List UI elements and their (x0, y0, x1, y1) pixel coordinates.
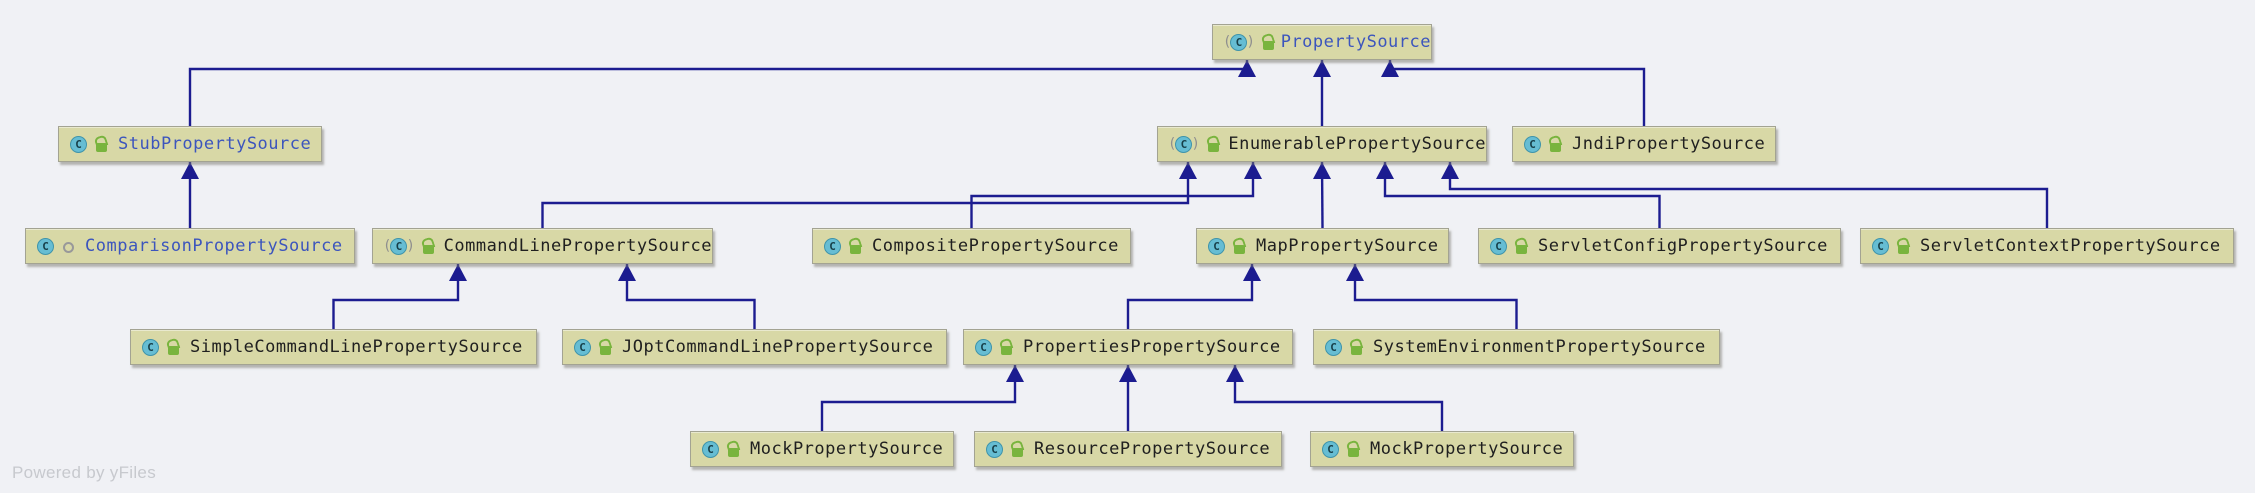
class-name-label: CommandLinePropertySource (443, 236, 712, 256)
inheritance-arrowhead-stub-propertysource (1238, 60, 1256, 77)
class-node-map[interactable]: (C) MapPropertySource (1196, 228, 1449, 264)
inheritance-arrowhead-servletconfig-enumerable (1376, 162, 1394, 179)
inheritance-edge-mock1-properties (820, 365, 1017, 431)
abstract-class-icon: (C) (1223, 33, 1255, 51)
package-private-icon (61, 238, 76, 255)
public-modifier-icon (998, 336, 1014, 356)
class-name-label: EnumerablePropertySource (1228, 134, 1486, 154)
class-name-label: ServletConfigPropertySource (1538, 236, 1828, 256)
class-node-stub[interactable]: (C) StubPropertySource (58, 126, 322, 162)
public-modifier-icon (1895, 235, 1911, 255)
inheritance-edge-properties-map (1126, 264, 1254, 329)
inheritance-arrowhead-map-enumerable (1313, 162, 1331, 179)
class-icon: (C) (975, 338, 992, 356)
public-modifier-icon (1513, 235, 1529, 255)
inheritance-arrowhead-systemenvironment-map (1346, 264, 1364, 281)
inheritance-arrowhead-mock2-properties (1226, 365, 1244, 382)
class-name-label: CompositePropertySource (872, 236, 1119, 256)
class-name-label: MockPropertySource (750, 439, 944, 459)
public-modifier-icon (165, 336, 181, 356)
inheritance-edge-jndi-propertysource (1388, 60, 1646, 126)
class-icon: (C) (986, 440, 1003, 458)
inheritance-arrowhead-resource-properties (1119, 365, 1137, 382)
inheritance-arrowhead-comparison-stub (181, 162, 199, 179)
inheritance-edge-systemenvironment-map (1353, 264, 1518, 329)
class-node-jndi[interactable]: (C) JndiPropertySource (1512, 126, 1776, 162)
class-icon: (C) (70, 135, 87, 153)
public-modifier-icon (93, 133, 109, 153)
inheritance-arrowhead-mock1-properties (1006, 365, 1024, 382)
class-name-label: StubPropertySource (118, 134, 312, 154)
class-name-label: SystemEnvironmentPropertySource (1373, 337, 1706, 357)
public-modifier-icon (597, 336, 613, 356)
inheritance-arrowhead-joptcommandline-commandline (618, 264, 636, 281)
public-modifier-icon (1009, 438, 1025, 458)
inheritance-edge-stub-propertysource (188, 60, 1249, 126)
public-modifier-icon (420, 235, 436, 255)
class-node-propertysource[interactable]: (C) PropertySource (1212, 24, 1432, 60)
abstract-class-icon: (C) (1168, 135, 1200, 153)
class-name-label: PropertiesPropertySource (1023, 337, 1281, 357)
class-icon: (C) (1208, 237, 1225, 255)
yfiles-watermark[interactable]: Powered by yFiles (12, 463, 156, 482)
public-modifier-icon (1260, 31, 1276, 51)
class-node-mock2[interactable]: (C) MockPropertySource (1310, 431, 1574, 467)
public-modifier-icon (1345, 438, 1361, 458)
inheritance-arrowhead-commandline-enumerable (1179, 162, 1197, 179)
class-node-composite[interactable]: (C) CompositePropertySource (812, 228, 1131, 264)
class-node-mock1[interactable]: (C) MockPropertySource (690, 431, 954, 467)
inheritance-edge-simplecommandline-commandline (332, 264, 460, 329)
inheritance-arrowhead-composite-enumerable (1244, 162, 1262, 179)
class-icon: (C) (1325, 338, 1342, 356)
inheritance-arrowhead-simplecommandline-commandline (449, 264, 467, 281)
inheritance-arrowhead-jndi-propertysource (1381, 60, 1399, 77)
class-node-simplecommandline[interactable]: (C) SimpleCommandLinePropertySource (130, 329, 537, 365)
class-icon: (C) (37, 237, 54, 255)
class-node-resource[interactable]: (C) ResourcePropertySource (974, 431, 1282, 467)
abstract-class-icon: (C) (383, 237, 415, 255)
class-node-servletconfig[interactable]: (C) ServletConfigPropertySource (1478, 228, 1841, 264)
class-icon: (C) (824, 237, 841, 255)
inheritance-arrowhead-enumerable-propertysource (1313, 60, 1331, 77)
class-node-comparison[interactable]: (C) ComparisonPropertySource (25, 228, 355, 264)
class-icon: (C) (1322, 440, 1339, 458)
class-node-joptcommandline[interactable]: (C) JOptCommandLinePropertySource (562, 329, 947, 365)
public-modifier-icon (1348, 336, 1364, 356)
class-node-commandline[interactable]: (C) CommandLinePropertySource (372, 228, 713, 264)
class-name-label: ResourcePropertySource (1034, 439, 1271, 459)
class-name-label: JndiPropertySource (1572, 134, 1766, 154)
inheritance-arrowhead-properties-map (1243, 264, 1261, 281)
class-name-label: ComparisonPropertySource (85, 236, 343, 256)
class-name-label: JOptCommandLinePropertySource (622, 337, 934, 357)
inheritance-arrowhead-servletcontext-enumerable (1441, 162, 1459, 179)
public-modifier-icon (1231, 235, 1247, 255)
class-name-label: MockPropertySource (1370, 439, 1564, 459)
class-icon: (C) (142, 338, 159, 356)
inheritance-edge-servletconfig-enumerable (1383, 162, 1661, 228)
class-icon: (C) (1872, 237, 1889, 255)
class-name-label: ServletContextPropertySource (1920, 236, 2221, 256)
public-modifier-icon (725, 438, 741, 458)
class-node-properties[interactable]: (C) PropertiesPropertySource (963, 329, 1293, 365)
class-node-systemenvironment[interactable]: (C) SystemEnvironmentPropertySource (1313, 329, 1720, 365)
class-node-enumerable[interactable]: (C) EnumerablePropertySource (1157, 126, 1487, 162)
class-name-label: MapPropertySource (1256, 236, 1439, 256)
inheritance-edge-joptcommandline-commandline (625, 264, 756, 329)
class-node-servletcontext[interactable]: (C) ServletContextPropertySource (1860, 228, 2234, 264)
public-modifier-icon (1547, 133, 1563, 153)
public-modifier-icon (1205, 133, 1221, 153)
class-icon: (C) (574, 338, 591, 356)
class-icon: (C) (1490, 237, 1507, 255)
class-name-label: PropertySource (1280, 32, 1431, 52)
inheritance-edge-composite-enumerable (970, 162, 1255, 228)
class-icon: (C) (702, 440, 719, 458)
class-icon: (C) (1524, 135, 1541, 153)
class-name-label: SimpleCommandLinePropertySource (190, 337, 523, 357)
inheritance-edge-mock2-properties (1233, 365, 1444, 431)
inheritance-edge-commandline-enumerable (541, 162, 1190, 228)
public-modifier-icon (847, 235, 863, 255)
